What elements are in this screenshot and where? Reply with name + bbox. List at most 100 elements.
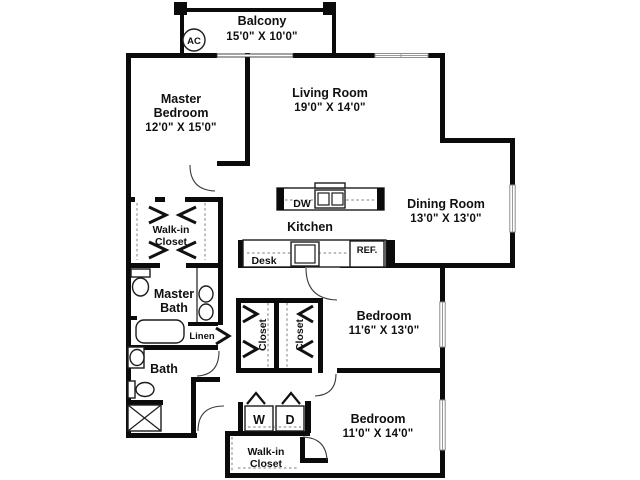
sink bbox=[129, 348, 145, 367]
wall bbox=[386, 240, 395, 263]
wall bbox=[318, 298, 323, 373]
sink bbox=[314, 189, 346, 209]
wall bbox=[236, 298, 323, 303]
hanger-icon bbox=[175, 240, 197, 260]
range bbox=[294, 244, 316, 264]
desk-label: Desk bbox=[251, 255, 276, 267]
linen-label: Linen bbox=[189, 331, 215, 342]
bifold-door-icon bbox=[246, 391, 266, 405]
balcony-label: Balcony bbox=[238, 14, 287, 28]
wall bbox=[293, 53, 375, 58]
windows bbox=[216, 53, 516, 451]
closet-left-label: Closet bbox=[257, 318, 269, 351]
wall bbox=[236, 368, 312, 373]
wall bbox=[238, 240, 243, 263]
bath-label: Bath bbox=[150, 362, 178, 376]
wall bbox=[225, 433, 230, 478]
wall bbox=[238, 402, 243, 433]
hanger-icon bbox=[175, 205, 197, 225]
master-bath-label: Bath bbox=[160, 301, 188, 315]
bedroom-3-dims: 11'0" X 14'0" bbox=[343, 428, 414, 440]
toilet bbox=[131, 277, 150, 297]
toilet bbox=[135, 381, 155, 398]
counter-cap bbox=[377, 188, 384, 210]
kitchen-label: Kitchen bbox=[287, 220, 333, 234]
hanger-icon bbox=[148, 240, 170, 260]
wall bbox=[245, 53, 250, 166]
dining-room-dims: 13'0" X 13'0" bbox=[410, 213, 481, 225]
sliding-door bbox=[216, 53, 294, 58]
wall bbox=[126, 345, 218, 350]
door-arc bbox=[305, 267, 338, 301]
bedroom-2-label: Bedroom bbox=[357, 309, 412, 323]
door-arc bbox=[314, 373, 337, 397]
balcony-post bbox=[174, 2, 187, 15]
range bbox=[290, 241, 320, 267]
sink bbox=[314, 182, 346, 189]
wall bbox=[440, 138, 515, 143]
dishwasher-label: DW bbox=[293, 198, 311, 210]
wall bbox=[185, 197, 223, 202]
wall bbox=[340, 263, 515, 268]
door-arc bbox=[302, 436, 328, 461]
wall bbox=[126, 53, 217, 58]
sink bbox=[198, 285, 214, 303]
labels: Balcony 15'0" X 10'0" AC Master Bedroom … bbox=[145, 14, 485, 470]
wall bbox=[300, 437, 305, 463]
doors bbox=[189, 164, 338, 461]
hanger-icon bbox=[295, 339, 314, 359]
wall bbox=[126, 433, 197, 438]
ac-label: AC bbox=[187, 36, 201, 47]
wall bbox=[300, 458, 328, 463]
fixtures bbox=[127, 28, 387, 432]
wall bbox=[305, 401, 311, 433]
refrigerator bbox=[349, 240, 385, 268]
living-room-dims: 19'0" X 14'0" bbox=[294, 102, 365, 114]
wall bbox=[440, 450, 445, 478]
walls bbox=[126, 2, 515, 478]
wall bbox=[218, 197, 223, 325]
wall bbox=[126, 316, 137, 320]
wall bbox=[126, 400, 163, 405]
washer-label: W bbox=[253, 413, 265, 427]
wall bbox=[236, 298, 241, 373]
wall bbox=[126, 197, 135, 202]
wall bbox=[180, 8, 336, 12]
wall bbox=[225, 473, 445, 478]
toilet bbox=[130, 268, 151, 278]
dryer-label: D bbox=[285, 413, 294, 427]
lower-walkin-label: Closet bbox=[250, 458, 283, 470]
hanger-icon bbox=[295, 304, 314, 324]
walkin-closet-label: Closet bbox=[155, 236, 188, 248]
hanger-icon bbox=[242, 304, 261, 324]
wall bbox=[126, 53, 131, 438]
wall bbox=[428, 53, 445, 58]
wall bbox=[191, 377, 196, 433]
wall bbox=[332, 8, 336, 57]
wall bbox=[440, 53, 445, 143]
bathtub bbox=[135, 319, 185, 344]
living-room-label: Living Room bbox=[292, 86, 368, 100]
master-bedroom-dims: 12'0" X 15'0" bbox=[145, 122, 216, 134]
wall bbox=[274, 298, 279, 373]
wall bbox=[225, 431, 310, 436]
counter-cap bbox=[277, 188, 284, 210]
sink-basin bbox=[317, 192, 330, 206]
wall bbox=[337, 368, 445, 373]
door-arc bbox=[189, 164, 216, 192]
sink bbox=[198, 303, 214, 321]
door-arc bbox=[197, 405, 225, 432]
bedroom-2-dims: 11'6" X 13'0" bbox=[349, 325, 420, 337]
lower-walkin-label: Walk-in bbox=[248, 446, 285, 458]
wall bbox=[126, 263, 160, 268]
master-bedroom-label: Bedroom bbox=[154, 106, 209, 120]
wall bbox=[180, 8, 184, 57]
sink-basin bbox=[331, 192, 344, 206]
walkin-closet-label: Walk-in bbox=[153, 224, 190, 236]
master-bedroom-label: Master bbox=[161, 92, 201, 106]
balcony-dims: 15'0" X 10'0" bbox=[226, 31, 297, 43]
door-arc bbox=[196, 350, 220, 377]
hanger-icon bbox=[148, 205, 170, 225]
